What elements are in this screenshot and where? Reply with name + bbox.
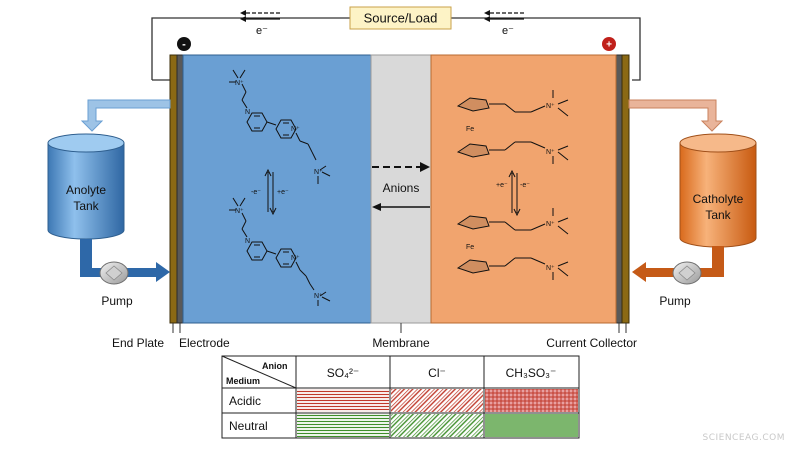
atom-label: N⁺: [235, 208, 244, 215]
redox-label-minus-right: -e⁻: [520, 182, 530, 189]
compatibility-table: Anion Medium SO₄²⁻ Cl⁻ CH₃SO₃⁻ Acidic Ne…: [221, 355, 580, 439]
ferrocene-atoms-top: Fe N⁺ N⁺: [466, 103, 555, 156]
anion-transport-arrows: Anions: [372, 162, 430, 211]
right-pump-label: Pump: [659, 294, 691, 308]
atom-label: N⁺: [291, 126, 300, 133]
atom-label: Fe: [466, 126, 474, 133]
catholyte-chamber: [430, 54, 617, 324]
cell-neutral-sulfate: [297, 414, 389, 437]
table-row-header: Neutral: [229, 419, 268, 433]
component-leader-lines: [172, 323, 627, 333]
anion-arrow-right-icon: [420, 162, 430, 172]
current-collector-label: Current Collector: [546, 336, 637, 350]
end-plate-left: [169, 54, 178, 324]
atom-label: N⁺: [546, 265, 555, 272]
redox-arrows-left: -e⁻ +e⁻: [251, 168, 289, 216]
left-pump-icon: [99, 261, 129, 285]
source-load-label: Source/Load: [364, 11, 438, 26]
end-plate-label: End Plate: [112, 336, 164, 350]
redox-label-plus-right: +e⁻: [496, 182, 508, 189]
atom-label: N: [245, 109, 250, 116]
atom-label: N: [245, 238, 250, 245]
cell-neutral-mesylate: [485, 414, 578, 437]
redox-arrows-right: +e⁻ -e⁻: [496, 169, 530, 217]
viologen-atoms-bottom: N⁺ N N⁺ N⁺: [235, 208, 323, 300]
atom-label: N⁺: [546, 103, 555, 110]
anolyte-return-pipe: [80, 99, 171, 132]
negative-terminal-label: -: [182, 39, 186, 51]
left-pump-label: Pump: [101, 294, 133, 308]
table-corner-medium: Medium: [226, 376, 260, 386]
cell-acidic-chloride: [391, 389, 483, 412]
current-collector-right: [615, 54, 623, 324]
electrode-label: Electrode: [179, 336, 230, 350]
end-plate-right: [621, 54, 630, 324]
positive-terminal-icon: +: [602, 37, 616, 51]
electron-arrows-left: e⁻: [240, 10, 280, 37]
catholyte-tank-label-1: Catholyte: [693, 192, 744, 206]
electron-arrows-right: e⁻: [484, 10, 524, 37]
watermark: SCIENCEAG.COM: [702, 433, 785, 443]
anions-label: Anions: [383, 181, 420, 195]
negative-terminal-icon: -: [177, 37, 191, 51]
catholyte-feed-pipe: [632, 246, 724, 282]
membrane: [370, 54, 432, 324]
anolyte-tank-label-1: Anolyte: [66, 183, 106, 197]
anolyte-tank-label-2: Tank: [73, 199, 99, 213]
atom-label: N⁺: [546, 149, 555, 156]
table-row-header: Acidic: [229, 394, 261, 408]
catholyte-tank-icon: [679, 133, 757, 248]
electron-label-left: e⁻: [256, 25, 268, 37]
anolyte-chamber: [182, 54, 372, 324]
electrode-left: [176, 54, 184, 324]
cell-neutral-chloride: [391, 414, 483, 437]
anion-arrow-left-icon: [372, 203, 381, 211]
table-corner-anion: Anion: [262, 361, 288, 371]
viologen-molecule-bottom: [229, 197, 331, 306]
positive-terminal-label: +: [606, 40, 612, 51]
atom-label: N⁺: [546, 221, 555, 228]
catholyte-tank-label-2: Tank: [705, 208, 731, 222]
cell-acidic-sulfate: [297, 389, 389, 412]
anolyte-tank-icon: [47, 133, 125, 240]
viologen-molecule-top: [229, 69, 331, 184]
redox-label-plus-left: +e⁻: [277, 189, 289, 196]
electron-label-right: e⁻: [502, 25, 514, 37]
table-corner-diagonal: [221, 355, 297, 389]
atom-label: Fe: [466, 244, 474, 251]
table-column-header: Cl⁻: [428, 366, 446, 380]
ferrocene-molecule-top: [456, 90, 569, 164]
redox-label-minus-left: -e⁻: [251, 189, 261, 196]
table-column-header: CH₃SO₃⁻: [506, 366, 557, 380]
atom-label: N⁺: [291, 255, 300, 262]
atom-label: N⁺: [314, 169, 323, 176]
table-column-header: SO₄²⁻: [327, 366, 360, 380]
ferrocene-molecule-bottom: [456, 208, 569, 280]
viologen-atoms-top: N⁺ N N⁺ N⁺: [235, 80, 323, 176]
right-pump-icon: [672, 261, 702, 285]
catholyte-return-pipe: [628, 99, 724, 132]
atom-label: N⁺: [235, 80, 244, 87]
ferrocene-atoms-bottom: Fe N⁺ N⁺: [466, 221, 555, 272]
membrane-label: Membrane: [372, 336, 430, 350]
cell-acidic-mesylate: [485, 389, 578, 412]
anolyte-feed-pipe: [80, 239, 170, 282]
electrochemical-cell: [169, 54, 630, 324]
source-load-box: Source/Load: [349, 6, 452, 30]
atom-label: N⁺: [314, 293, 323, 300]
